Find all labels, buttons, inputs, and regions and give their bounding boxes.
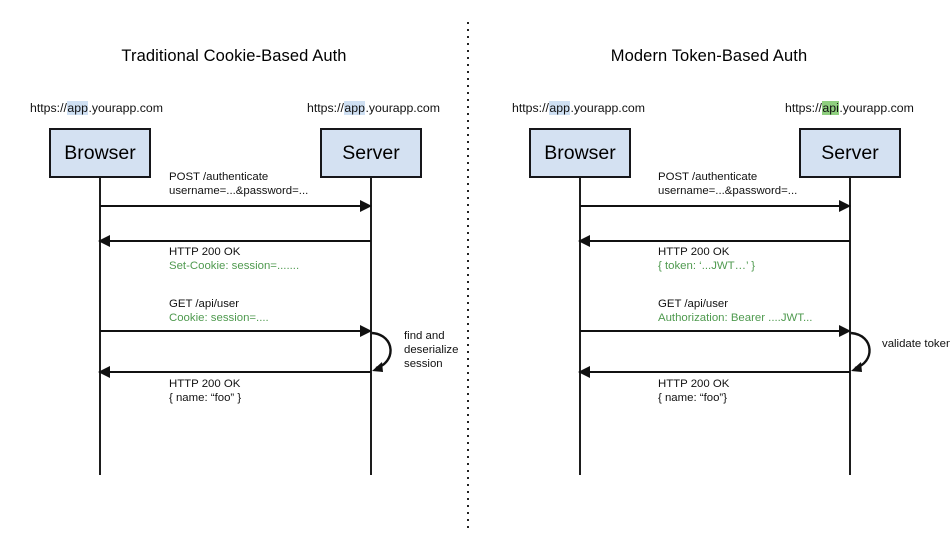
self-note-line-1: find and bbox=[404, 330, 445, 342]
arrowhead-left-icon bbox=[98, 366, 110, 378]
message-arrow-1-right bbox=[580, 200, 851, 212]
message-arrow-4-left bbox=[98, 366, 371, 378]
message-line2: Set-Cookie: session=....... bbox=[169, 260, 300, 273]
message-arrow-2-right bbox=[578, 235, 850, 247]
message-line2: { token: ‘...JWT…’ } bbox=[658, 260, 756, 273]
message-label-1-right: POST /authenticate username=...&password… bbox=[658, 170, 797, 198]
url-label-server-left: https://app.yourapp.com bbox=[307, 101, 440, 115]
message-arrow-3-left bbox=[100, 325, 372, 337]
url-highlight-app: app bbox=[548, 101, 571, 115]
lifeline-browser-right bbox=[579, 178, 581, 475]
message-label-1-left: POST /authenticate username=...&password… bbox=[169, 170, 308, 198]
message-arrow-1-left bbox=[100, 200, 372, 212]
message-line1: POST /authenticate bbox=[169, 171, 269, 183]
message-label-3-right: GET /api/user Authorization: Bearer ....… bbox=[658, 297, 812, 325]
url-prefix: https:// bbox=[30, 101, 67, 115]
url-suffix: .yourapp.com bbox=[88, 101, 163, 115]
message-label-2-left: HTTP 200 OK Set-Cookie: session=....... bbox=[169, 245, 299, 273]
url-suffix: .yourapp.com bbox=[570, 101, 645, 115]
panel-divider-dotted-line bbox=[467, 22, 469, 528]
arrowhead-right-icon bbox=[360, 200, 372, 212]
message-line2: { name: “foo”} bbox=[658, 392, 728, 405]
actor-box-browser-right[interactable]: Browser bbox=[529, 128, 631, 178]
arrowhead-left-icon bbox=[578, 366, 590, 378]
actor-box-browser-left[interactable]: Browser bbox=[49, 128, 151, 178]
self-call-note-right: validate token bbox=[882, 337, 950, 351]
self-call-note-left: find and deserialize session bbox=[404, 329, 458, 372]
url-suffix: .yourapp.com bbox=[839, 101, 914, 115]
message-arrow-4-right bbox=[578, 366, 850, 378]
message-label-4-left: HTTP 200 OK { name: “foo” } bbox=[169, 377, 241, 405]
message-label-3-left: GET /api/user Cookie: session=.... bbox=[169, 297, 269, 325]
message-label-4-right: HTTP 200 OK { name: “foo”} bbox=[658, 377, 729, 405]
arrowhead-right-icon bbox=[360, 325, 372, 337]
self-call-loop-left bbox=[371, 331, 392, 372]
self-note-line-2: deserialize bbox=[404, 344, 459, 357]
message-arrow-2-left bbox=[98, 235, 371, 247]
panel-modern-token-auth: Modern Token-Based Auth https://app.your… bbox=[468, 0, 950, 540]
actor-box-server-left[interactable]: Server bbox=[320, 128, 422, 178]
message-line1: HTTP 200 OK bbox=[658, 378, 730, 390]
self-note-line-3: session bbox=[404, 358, 443, 371]
message-line2: username=...&password=... bbox=[658, 185, 798, 198]
url-label-server-right: https://api.yourapp.com bbox=[785, 101, 914, 115]
message-line1: HTTP 200 OK bbox=[169, 378, 241, 390]
message-line1: GET /api/user bbox=[169, 298, 240, 310]
panel-traditional-cookie-auth: Traditional Cookie-Based Auth https://ap… bbox=[0, 0, 468, 540]
url-label-browser-right: https://app.yourapp.com bbox=[512, 101, 645, 115]
message-line2: username=...&password=... bbox=[169, 185, 309, 198]
self-note-line-1: validate token bbox=[882, 338, 950, 350]
message-arrow-3-right bbox=[580, 325, 851, 337]
message-line2: Authorization: Bearer ....JWT... bbox=[658, 312, 813, 325]
arrowhead-right-icon bbox=[839, 200, 851, 212]
message-line1: HTTP 200 OK bbox=[169, 246, 241, 258]
url-prefix: https:// bbox=[307, 101, 344, 115]
panel-title-modern: Modern Token-Based Auth bbox=[610, 47, 808, 65]
message-label-2-right: HTTP 200 OK { token: ‘...JWT…’ } bbox=[658, 245, 755, 273]
lifeline-browser-left bbox=[99, 178, 101, 475]
message-line1: HTTP 200 OK bbox=[658, 246, 730, 258]
message-line1: GET /api/user bbox=[658, 298, 729, 310]
self-call-loop-right bbox=[850, 331, 871, 372]
arrowhead-left-icon bbox=[578, 235, 590, 247]
url-prefix: https:// bbox=[785, 101, 822, 115]
url-label-browser-left: https://app.yourapp.com bbox=[30, 101, 163, 115]
url-prefix: https:// bbox=[512, 101, 549, 115]
panel-title-traditional: Traditional Cookie-Based Auth bbox=[121, 47, 347, 65]
actor-box-server-right[interactable]: Server bbox=[799, 128, 901, 178]
url-suffix: .yourapp.com bbox=[365, 101, 440, 115]
arrowhead-left-icon bbox=[98, 235, 110, 247]
message-line2: { name: “foo” } bbox=[169, 392, 242, 405]
url-highlight-app: app bbox=[66, 101, 89, 115]
message-line1: POST /authenticate bbox=[658, 171, 758, 183]
arrowhead-right-icon bbox=[839, 325, 851, 337]
url-highlight-api: api bbox=[821, 101, 840, 115]
url-highlight-app: app bbox=[343, 101, 366, 115]
message-line2: Cookie: session=.... bbox=[169, 312, 269, 325]
